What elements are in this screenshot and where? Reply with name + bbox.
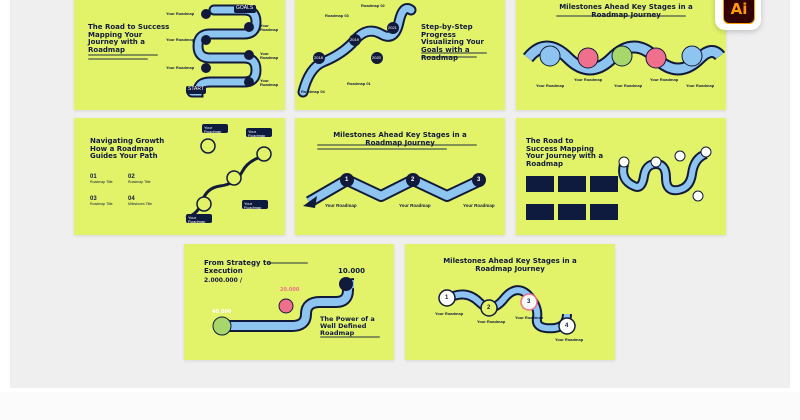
bottom-strip: [0, 392, 800, 420]
slide-thumbnail-2[interactable]: 2018 2019 2020 2021 Roadmap 04 Roadmap 0…: [295, 0, 505, 110]
label-3: Your Roadmap: [463, 203, 495, 208]
left-label-1: Your Roadmap: [166, 11, 195, 16]
label-1: Your Roadmap: [435, 311, 464, 316]
illustrator-app-icon[interactable]: Ai: [715, 0, 761, 30]
slide-title: Milestones Ahead Key Stages in a Roadmap…: [333, 131, 467, 147]
goals-label: GOALS: [236, 5, 254, 11]
milestone-3: 3: [527, 299, 531, 305]
roadmap-label-2: Roadmap 03: [325, 13, 349, 18]
strategy-road-graphic: [212, 277, 355, 336]
item-num-2: 02: [128, 174, 135, 180]
slide-title: Step-by-Step Progress Visualizing Your G…: [421, 23, 484, 62]
slide-thumbnail-1[interactable]: GOALS START The Road to Success Mapping …: [74, 0, 285, 110]
slide-title: Milestones Ahead Key Stages in a Roadmap…: [559, 3, 693, 19]
meander-road-graphic: [526, 146, 712, 220]
left-label-2: Your Roadmap: [166, 37, 195, 42]
big-number: 2.000.000 /: [204, 277, 243, 284]
slide-title: Navigating Growth How a Roadmap Guides Y…: [90, 137, 165, 161]
roadmap-label-4: Roadmap 01: [347, 81, 371, 86]
milestone-3: 3: [477, 177, 481, 183]
snake-road-graphic: [297, 3, 417, 98]
milestone-2: 2: [487, 305, 491, 311]
slide-thumbnail-7[interactable]: From Strategy to Execution 2.000.000 / 1…: [184, 244, 394, 360]
item-label-3: Roadmap Title: [90, 202, 113, 206]
card-1: Your Roadmap: [202, 124, 228, 134]
item-num-1: 01: [90, 174, 97, 180]
ai-logo: Ai: [723, 0, 755, 24]
item-label-4: Milestones Title: [128, 202, 153, 206]
milestone-1: 1: [445, 295, 449, 301]
goals-badge: GOALS: [234, 5, 256, 13]
label-3: Your Roadmap: [515, 315, 544, 320]
winding-road-graphic: [186, 4, 262, 98]
year-4: 2021: [388, 25, 397, 30]
start-label: START: [188, 86, 204, 92]
item-label-1: Roadmap Title: [90, 180, 113, 184]
right-label-3: Your Roadmap: [260, 78, 279, 88]
right-label-1: Your Roadmap: [260, 23, 279, 33]
roadmap-label-1: Roadmap 04: [301, 89, 325, 94]
slide-thumbnail-8[interactable]: 1 2 3 4 Milestones Ahead Key Stages in a…: [405, 244, 615, 360]
milestone-4: 4: [565, 323, 569, 329]
label-2: Your Roadmap: [477, 319, 506, 324]
item-num-3: 03: [90, 196, 97, 202]
item-num-4: 04: [128, 196, 135, 202]
year-1: 2018: [314, 55, 323, 60]
label-5: Your Roadmap: [686, 83, 715, 88]
milestone-road-graphic: [438, 285, 576, 335]
milestone-2: 2: [411, 177, 415, 183]
year-3: 2020: [372, 55, 381, 60]
zigzag-road-graphic: [303, 173, 486, 208]
roadmap-label-3: Roadmap 02: [361, 3, 385, 8]
value-10000: 10.000: [338, 267, 366, 275]
loop-road-graphic: [522, 40, 726, 76]
slide-title: The Road to Success Mapping Your Journey…: [526, 137, 604, 169]
label-2: Your Roadmap: [399, 203, 431, 208]
slide-thumbnail-5[interactable]: 1 2 3 Milestones Ahead Key Stages in a R…: [295, 118, 505, 235]
step-markers: [201, 9, 254, 87]
label-4: Your Roadmap: [555, 337, 584, 342]
value-20000: 20.000: [280, 287, 300, 293]
value-40000: 40.000: [212, 309, 232, 315]
label-1: Your Roadmap: [325, 203, 357, 208]
year-2: 2019: [350, 37, 359, 42]
label-2: Your Roadmap: [574, 77, 603, 82]
slide-title: The Road to Success Mapping Your Journey…: [88, 23, 170, 55]
slide-thumbnail-4[interactable]: Your Roadmap Your Roadmap Your Roadmap Y…: [74, 118, 285, 235]
slide-thumbnail-6[interactable]: The Road to Success Mapping Your Journey…: [516, 118, 726, 235]
label-3: Your Roadmap: [614, 83, 643, 88]
label-1: Your Roadmap: [536, 83, 565, 88]
card-2: Your Roadmap: [246, 128, 272, 138]
path-road-graphic: [185, 138, 272, 220]
start-badge: START: [186, 86, 206, 94]
card-4: Your Roadmap: [186, 214, 212, 224]
label-4: Your Roadmap: [650, 77, 679, 82]
milestone-1: 1: [345, 177, 349, 183]
subtitle: The Power of a Well Defined Roadmap: [320, 315, 375, 338]
card-3: Your Roadmap: [242, 200, 268, 210]
slide-title: From Strategy to Execution: [204, 259, 272, 275]
right-label-2: Your Roadmap: [260, 51, 279, 61]
slide-title: Milestones Ahead Key Stages in a Roadmap…: [443, 257, 577, 273]
item-label-2: Roadmap Title: [128, 180, 151, 184]
left-label-3: Your Roadmap: [166, 65, 195, 70]
slide-thumbnail-3[interactable]: Milestones Ahead Key Stages in a Roadmap…: [516, 0, 726, 110]
